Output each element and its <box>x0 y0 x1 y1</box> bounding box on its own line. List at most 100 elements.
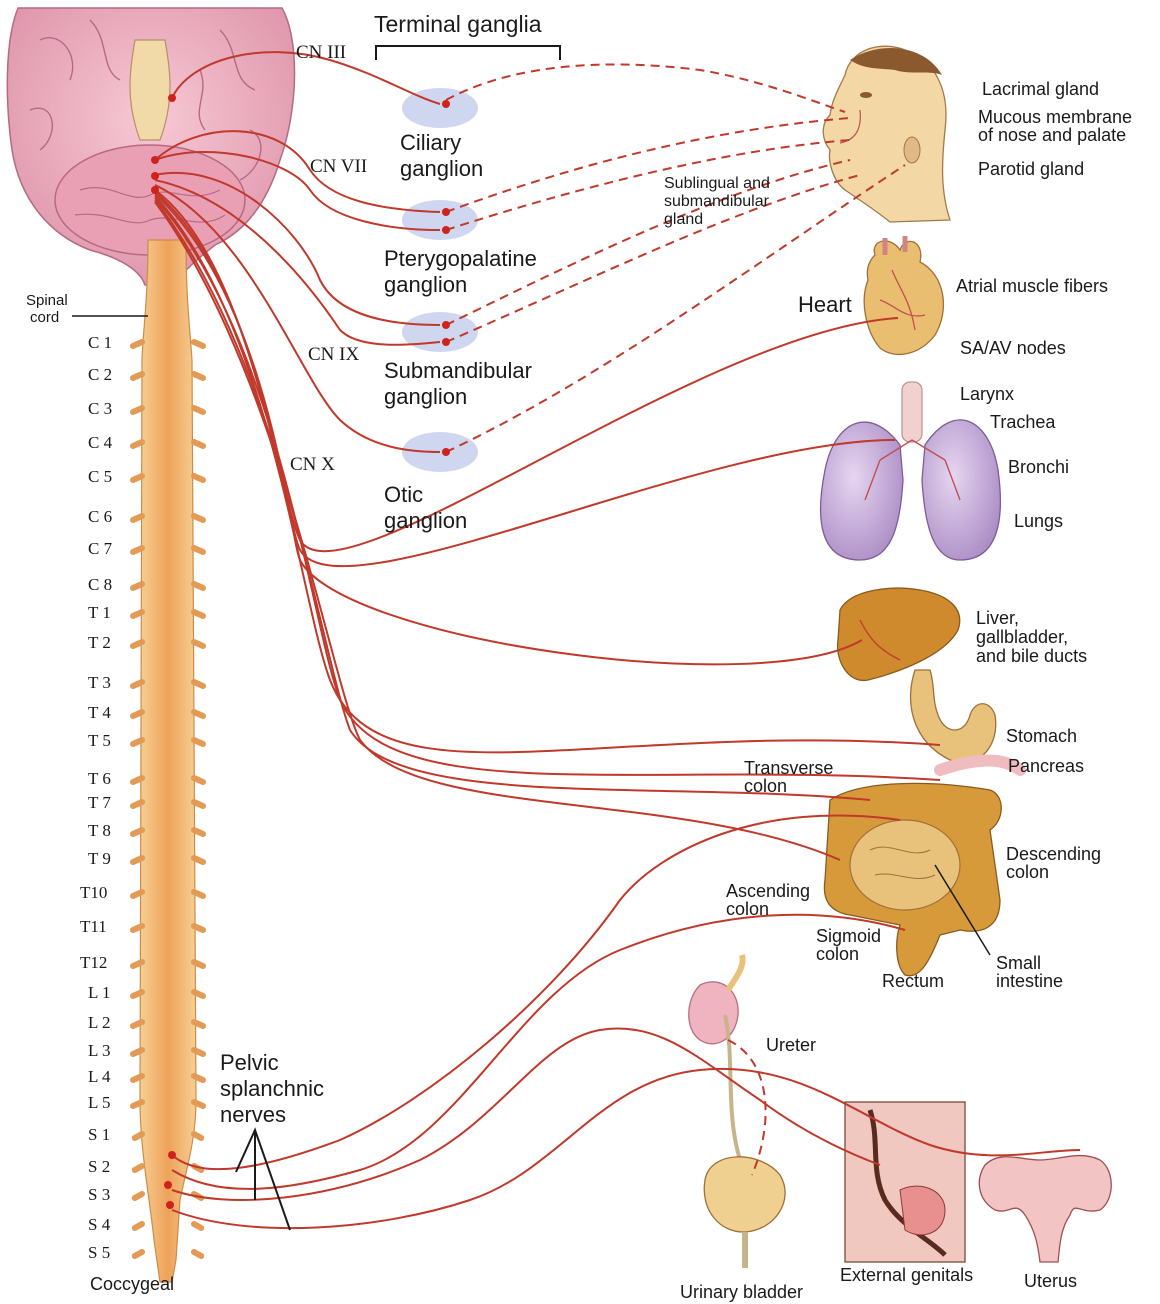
pancreas-label: Pancreas <box>1008 756 1084 776</box>
lungs-label: Lungs <box>1014 511 1063 531</box>
segment-label: T10 <box>80 883 107 902</box>
sigmoid-label-2: colon <box>816 944 859 964</box>
segment-label: C 8 <box>88 575 112 594</box>
spinal-cord-label-2: cord <box>30 309 59 326</box>
submandibular-label-1: Submandibular <box>384 358 532 383</box>
otic-label-2: ganglion <box>384 508 467 533</box>
segment-label: C 2 <box>88 365 112 384</box>
pterygopalatine-post-a <box>446 118 850 212</box>
cn10-label: CN X <box>290 454 335 475</box>
ascending-label-1: Ascending <box>726 881 810 901</box>
segment-label: S 2 <box>88 1157 110 1176</box>
segment-label: C 7 <box>88 539 113 558</box>
sigmoid-label-1: Sigmoid <box>816 926 881 946</box>
pterygopalatine-ganglion-shape <box>402 200 478 240</box>
segment-label: T12 <box>80 953 107 972</box>
pelvic-label-1: Pelvic <box>220 1050 279 1075</box>
cn3-label: CN III <box>296 42 346 63</box>
atrial-label: Atrial muscle fibers <box>956 276 1108 296</box>
stomach-shape <box>911 670 996 762</box>
segment-label: L 4 <box>88 1067 111 1086</box>
lungs-illustration <box>821 382 1001 560</box>
segment-label: T 1 <box>88 603 111 622</box>
cn9-label: CN IX <box>308 344 359 365</box>
uterus-illustration <box>979 1156 1111 1262</box>
segment-label: S 4 <box>88 1215 111 1234</box>
heart-illustration <box>864 236 943 354</box>
postganglionic-nerves <box>446 64 905 1175</box>
sublingual-label-2: submandibular <box>664 193 770 210</box>
bladder-label: Urinary bladder <box>680 1282 803 1302</box>
segment-label: S 5 <box>88 1243 110 1262</box>
segment-label: C 1 <box>88 333 112 352</box>
bronchi-label: Bronchi <box>1008 457 1069 477</box>
head-illustration <box>823 46 950 222</box>
parotid-label: Parotid gland <box>978 159 1084 179</box>
urinary-illustration <box>689 955 785 1268</box>
mucous-label-2: of nose and palate <box>978 125 1126 145</box>
segment-label: T 7 <box>88 793 111 812</box>
terminal-ganglia-label: Terminal ganglia <box>374 11 542 37</box>
spinal-cord <box>133 240 203 1282</box>
liver-label-3: and bile ducts <box>976 646 1087 666</box>
segment-label: T 4 <box>88 703 111 722</box>
cn7-label: CN VII <box>310 156 367 177</box>
genitals-label: External genitals <box>840 1265 973 1285</box>
stomach-label: Stomach <box>1006 726 1077 746</box>
segment-label: T 8 <box>88 821 111 840</box>
segment-label: C 3 <box>88 399 112 418</box>
otic-label-1: Otic <box>384 482 423 507</box>
segment-label: T 2 <box>88 633 111 652</box>
spinal-segment-labels: C 1C 2C 3C 4C 5C 6C 7C 8T 1T 2T 3T 4T 5T… <box>80 333 113 1262</box>
heart-label: Heart <box>798 292 852 317</box>
liver-label-1: Liver, <box>976 608 1019 628</box>
segment-label: S 3 <box>88 1185 110 1204</box>
uterus-label: Uterus <box>1024 1271 1077 1291</box>
trachea-label: Trachea <box>990 412 1056 432</box>
segment-label: C 6 <box>88 507 112 526</box>
ciliary-label-2: ganglion <box>400 156 483 181</box>
transverse-label-2: colon <box>744 776 787 796</box>
mucous-label-1: Mucous membrane <box>978 107 1132 127</box>
sublingual-label-3: gland <box>664 211 703 228</box>
pterygopalatine-label-2: ganglion <box>384 272 467 297</box>
spinal-cord-label-1: Spinal <box>26 292 68 309</box>
cn10-stomach <box>155 196 940 752</box>
ascending-label-2: colon <box>726 899 769 919</box>
cerebellum <box>55 145 245 255</box>
pelvic-label-2: splanchnic <box>220 1076 324 1101</box>
brainstem <box>130 40 170 140</box>
segment-label: T 5 <box>88 731 111 750</box>
descending-label-2: colon <box>1006 862 1049 882</box>
pelvic-label-3: nerves <box>220 1102 286 1127</box>
larynx-label: Larynx <box>960 384 1014 404</box>
terminal-ganglia-bracket <box>376 46 560 60</box>
small-intestine-label-1: Small <box>996 953 1041 973</box>
segment-label: T11 <box>80 917 107 936</box>
rectum-label: Rectum <box>882 971 944 991</box>
pterygopalatine-post-b <box>446 140 850 230</box>
segment-label: T 9 <box>88 849 111 868</box>
segment-label: C 5 <box>88 467 112 486</box>
small-intestine-shape <box>850 820 960 910</box>
pelvic-organs-illustration <box>845 1102 965 1262</box>
liver-illustration <box>838 588 960 680</box>
pelvic-pointer <box>236 1130 290 1230</box>
nodes-label: SA/AV nodes <box>960 338 1066 358</box>
submandibular-label-2: ganglion <box>384 384 467 409</box>
segment-label: L 5 <box>88 1093 111 1112</box>
descending-label-1: Descending <box>1006 844 1101 864</box>
ureter-label: Ureter <box>766 1035 816 1055</box>
ureter-post <box>728 1040 766 1175</box>
segment-label: T 6 <box>88 769 111 788</box>
pterygopalatine-label-1: Pterygopalatine <box>384 246 537 271</box>
cn10-colon <box>155 202 840 860</box>
lacrimal-label: Lacrimal gland <box>982 79 1099 99</box>
segment-label: C 4 <box>88 433 113 452</box>
segment-label: L 1 <box>88 983 111 1002</box>
ciliary-label-1: Ciliary <box>400 130 461 155</box>
cn10-transverse <box>155 200 870 800</box>
coccygeal-label: Coccygeal <box>90 1274 174 1294</box>
